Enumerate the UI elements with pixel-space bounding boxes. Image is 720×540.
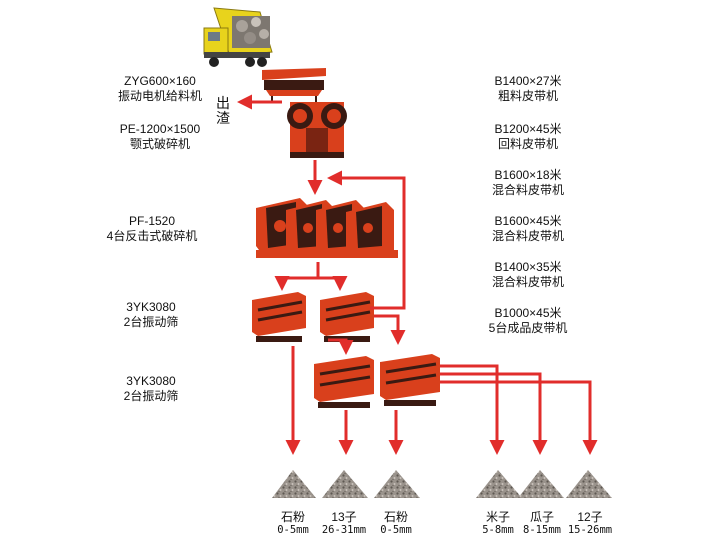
product-3-size: 0-5mm (380, 524, 412, 536)
product-4-name: 米子 (485, 510, 510, 524)
impact-crusher-name: 4台反击式破碎机 (106, 229, 198, 243)
product-4-label: 米子 5-8mm (458, 510, 538, 537)
screen2-name: 2台振动筛 (123, 389, 179, 403)
screen2-model: 3YK3080 (126, 374, 176, 388)
jaw-crusher-icon (287, 102, 347, 158)
conveyor-2-name: 回料皮带机 (497, 137, 558, 151)
conveyor-5-model: B1400×35米 (494, 260, 562, 274)
screen1-left-to-screen2-arrow (328, 338, 354, 355)
vibrating-feeder-icon (262, 68, 326, 102)
screen1-to-screen2-arrow (374, 314, 406, 345)
product-6-label: 12子 15-26mm (550, 510, 630, 537)
screen1-name: 2台振动筛 (123, 315, 179, 329)
product-5-name: 瓜子 (529, 510, 554, 524)
product-3-name: 石粉 (383, 510, 408, 524)
feeder-name: 振动电机给料机 (117, 89, 202, 103)
vibrating-screens-1-icon (252, 292, 374, 342)
product-pile-3-icon (374, 470, 420, 498)
dump-truck-icon (203, 7, 273, 67)
feeder-model: ZYG600×160 (124, 74, 196, 88)
product-6-size: 15-26mm (567, 524, 613, 536)
impact-crushers-icon (256, 198, 398, 258)
impact-crusher-model: PF-1520 (128, 214, 176, 228)
product-pile-1-icon (272, 470, 316, 498)
conveyor-1-name: 粗料皮带机 (497, 89, 558, 103)
product-6-name: 12子 (577, 510, 603, 524)
feeder-label: ZYG600×160 振动电机给料机 (100, 74, 220, 104)
vibrating-screens-2-icon (314, 354, 440, 408)
jaw-crusher-model: PE-1200×1500 (119, 122, 201, 136)
product-3-label: 石粉 0-5mm (356, 510, 436, 537)
conveyor-3-model: B1600×18米 (494, 168, 562, 182)
return-conveyor-arrow (327, 170, 406, 310)
impact-crusher-label: PF-1520 4台反击式破碎机 (92, 214, 212, 244)
product-1-label: 石粉 0-5mm (253, 510, 333, 537)
screen2-label: 3YK3080 2台振动筛 (96, 374, 206, 404)
conveyor-3-name: 混合料皮带机 (491, 183, 564, 197)
product-1-size: 0-5mm (277, 524, 309, 536)
conveyor-5-name: 混合料皮带机 (491, 275, 564, 289)
conveyor-4-model: B1600×45米 (494, 214, 562, 228)
product-5-size: 8-15mm (523, 524, 561, 536)
conveyor-3-label: B1600×18米 混合料皮带机 (478, 168, 578, 198)
product-pile-2-icon (322, 470, 368, 498)
screen1-label: 3YK3080 2台振动筛 (96, 300, 206, 330)
jaw-crusher-label: PE-1200×1500 颚式破碎机 (100, 122, 220, 152)
conveyor-2-label: B1200×45米 回料皮带机 (478, 122, 578, 152)
product-pile-5-icon (518, 470, 564, 498)
product-2-name: 13子 (331, 510, 357, 524)
conveyor-6-label: B1000×45米 5台成品皮带机 (478, 306, 578, 336)
discharge-label: 出渣 (216, 95, 230, 126)
product-pile-6-icon (566, 470, 612, 498)
conveyor-1-label: B1400×27米 粗料皮带机 (478, 74, 578, 104)
conveyor-6-model: B1000×45米 (494, 306, 562, 320)
to-product-5-arrow (440, 372, 548, 455)
flow-lines (237, 94, 598, 455)
product-5-label: 瓜子 8-15mm (502, 510, 582, 537)
product-piles (272, 470, 612, 498)
to-product-4-arrow (440, 364, 505, 455)
conveyor-6-name: 5台成品皮带机 (488, 321, 568, 335)
conveyor-1-model: B1400×27米 (494, 74, 562, 88)
product-pile-4-icon (476, 470, 522, 498)
impact-to-screen-left-arrow (274, 262, 320, 291)
product-2-size: 26-31mm (321, 524, 367, 536)
to-product-6-arrow (440, 380, 598, 455)
conveyor-5-label: B1400×35米 混合料皮带机 (478, 260, 578, 290)
product-4-size: 5-8mm (482, 524, 514, 536)
screen1-model: 3YK3080 (126, 300, 176, 314)
conveyor-2-model: B1200×45米 (494, 122, 562, 136)
product-2-label: 13子 26-31mm (304, 510, 384, 537)
jaw-crusher-name: 颚式破碎机 (129, 137, 190, 151)
product-1-name: 石粉 (280, 510, 305, 524)
conveyor-4-name: 混合料皮带机 (491, 229, 564, 243)
conveyor-4-label: B1600×45米 混合料皮带机 (478, 214, 578, 244)
